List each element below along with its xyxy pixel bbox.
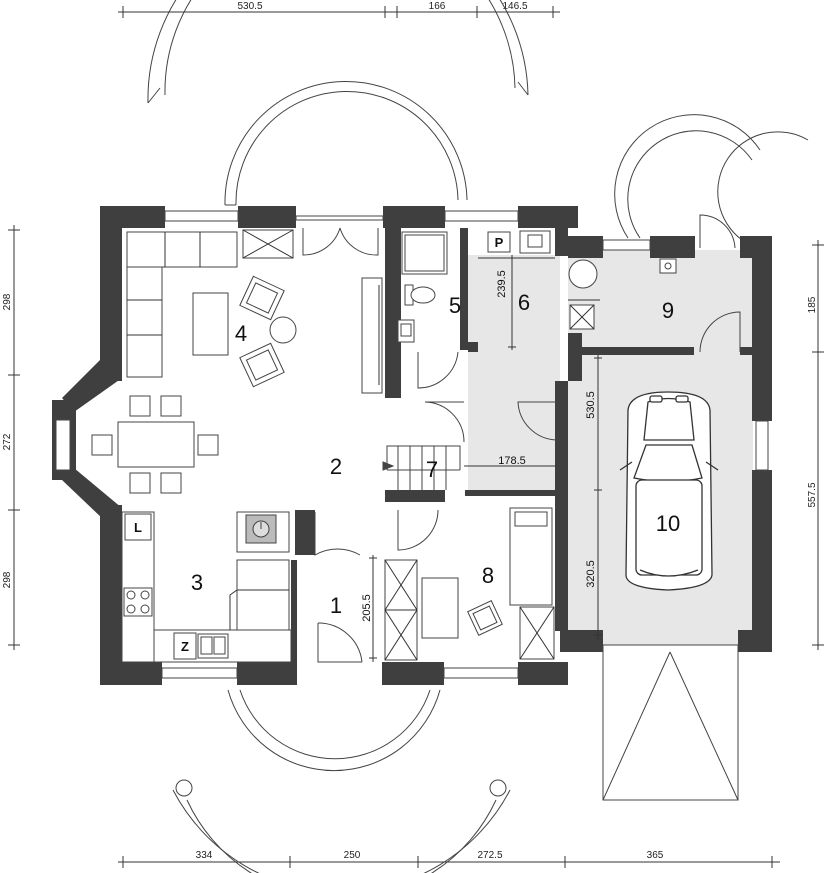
windows [55, 210, 769, 679]
boiler-icon [519, 230, 551, 254]
car-icon [619, 391, 719, 591]
sofa [126, 231, 238, 378]
tank-icon [568, 259, 598, 289]
inner-dim-stairs: 178.5 [498, 455, 526, 467]
dim-left-1: 298 [2, 293, 13, 310]
coffee-table [192, 292, 229, 356]
floor-shade-room-6 [468, 255, 560, 492]
armchair-top [239, 275, 285, 321]
wardrobe [384, 559, 418, 661]
carport [602, 644, 739, 801]
inner-dim-garage-upper: 530.5 [585, 391, 597, 419]
room-number-1: 1 [330, 593, 342, 618]
dining-set [91, 395, 219, 494]
inner-dim-hall: 205.5 [361, 594, 373, 622]
office-chair [467, 600, 503, 636]
inner-dimension-lines [369, 255, 602, 662]
room-number-7: 7 [426, 457, 438, 482]
room-number-8: 8 [482, 563, 494, 588]
sink-label: Z [181, 639, 189, 654]
terrace-post-left [175, 779, 193, 797]
fridge-label: L [134, 520, 142, 535]
washbasin-icon [397, 319, 415, 343]
office-cabinet [519, 606, 555, 660]
room-number-4: 4 [235, 321, 247, 346]
dim-left-3: 298 [2, 571, 13, 588]
room-number-2: 2 [330, 454, 342, 479]
armchair-bottom [239, 342, 285, 388]
terrace-arcs [147, 0, 809, 873]
walls [52, 206, 772, 685]
tv-cabinet [361, 277, 383, 394]
sink-icon [197, 633, 229, 659]
room-number-6: 6 [518, 290, 530, 315]
room-number-10: 10 [656, 511, 680, 536]
shower [401, 231, 448, 275]
fireplace [242, 229, 294, 259]
oven-icon [245, 514, 277, 544]
stairs [382, 445, 556, 490]
dim-bottom-3: 272.5 [477, 850, 502, 861]
room-number-3: 3 [191, 570, 203, 595]
dim-left-2: 272 [2, 433, 13, 450]
dim-bottom-1: 334 [196, 850, 213, 861]
bed [509, 507, 553, 606]
fridge [124, 513, 152, 541]
dim-right-2: 557.5 [807, 482, 818, 507]
toilet-icon [404, 284, 436, 306]
room-number-5: 5 [449, 293, 461, 318]
chimney [569, 304, 595, 330]
dimension-lines [8, 6, 824, 868]
doors [302, 214, 741, 663]
dim-right-1: 185 [807, 296, 818, 313]
inner-dim-garage-lower: 320.5 [585, 560, 597, 588]
terrace-post-right [489, 779, 507, 797]
dim-bottom-4: 365 [647, 850, 664, 861]
stove-icon [123, 587, 153, 617]
desk [421, 577, 459, 639]
room-number-9: 9 [662, 298, 674, 323]
sink-cabinet [173, 632, 197, 660]
dim-top-3: 146.5 [502, 1, 527, 12]
boiler-room-basin-icon [659, 258, 677, 274]
pantry-label: P [495, 235, 504, 250]
dim-top-1: 530.5 [237, 1, 262, 12]
dim-top-2: 166 [429, 1, 446, 12]
dim-bottom-2: 250 [344, 850, 361, 861]
pantry-box [487, 231, 511, 253]
inner-dim-room6: 239.5 [496, 270, 508, 298]
side-table [269, 316, 297, 344]
